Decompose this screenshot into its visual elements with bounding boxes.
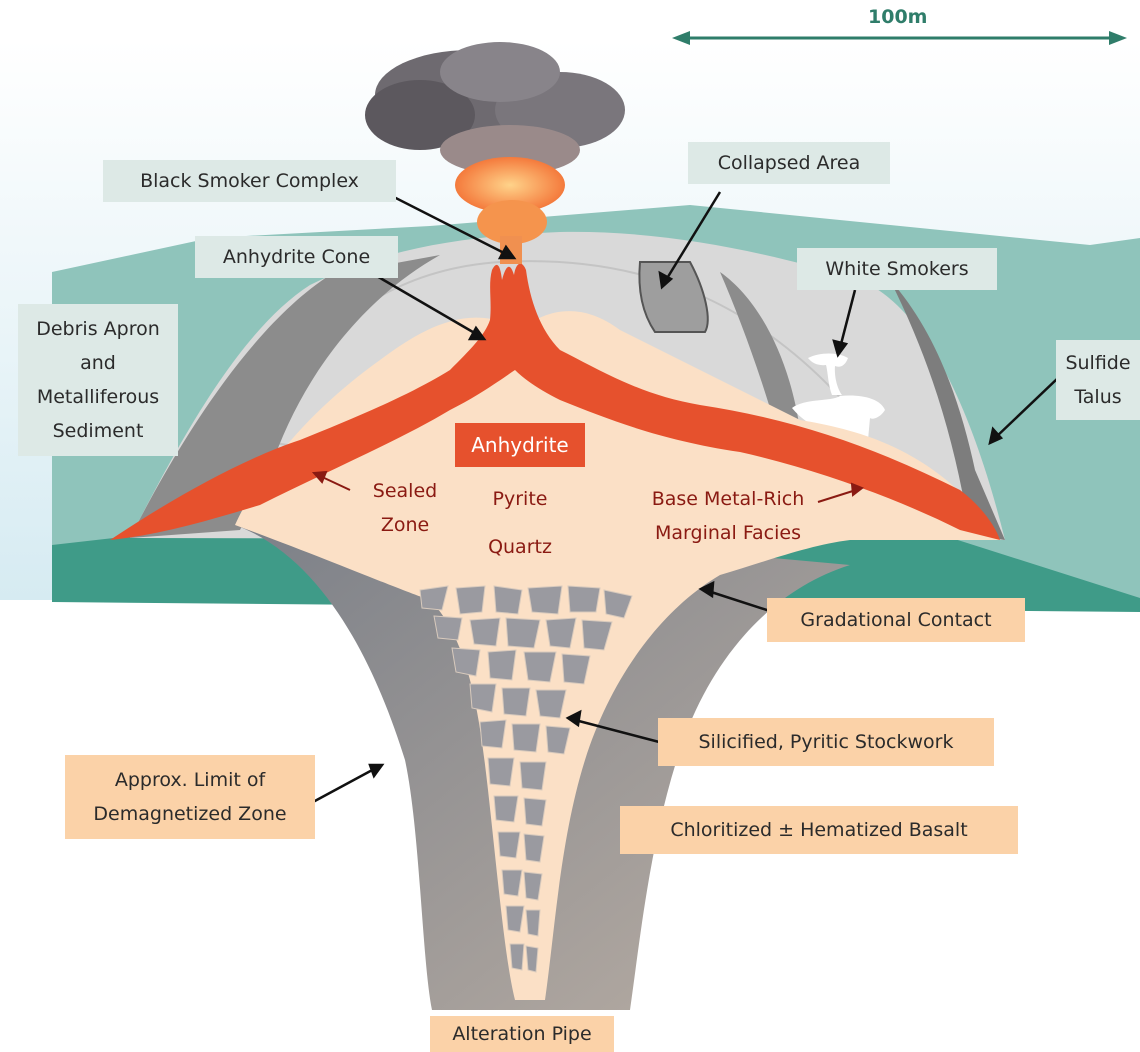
debris-apron-line-2: and	[80, 346, 116, 380]
anhydrite-label: Anhydrite	[455, 423, 585, 467]
demagnetized-zone-label: Approx. Limit of Demagnetized Zone	[65, 755, 315, 839]
base-metal-label: Base Metal-Rich Marginal Facies	[626, 482, 830, 550]
base-metal-line-2: Marginal Facies	[626, 516, 830, 550]
debris-apron-line-4: Sediment	[53, 414, 144, 448]
collapsed-area-label: Collapsed Area	[688, 142, 890, 184]
demagnetized-line-2: Demagnetized Zone	[93, 797, 286, 831]
sealed-zone-line-2: Zone	[360, 508, 450, 542]
stockwork-label: Silicified, Pyritic Stockwork	[658, 718, 994, 766]
sulfide-talus-line-2: Talus	[1074, 380, 1121, 414]
base-metal-line-1: Base Metal-Rich	[626, 482, 830, 516]
scale-label: 100m	[868, 6, 927, 28]
chloritized-basalt-label: Chloritized ± Hematized Basalt	[620, 806, 1018, 854]
debris-apron-label: Debris Apron and Metalliferous Sediment	[18, 304, 178, 456]
sealed-zone-label: Sealed Zone	[360, 474, 450, 542]
sulfide-talus-label: Sulfide Talus	[1056, 340, 1140, 420]
debris-apron-line-1: Debris Apron	[36, 312, 160, 346]
debris-apron-line-3: Metalliferous	[37, 380, 159, 414]
sulfide-talus-line-1: Sulfide	[1065, 346, 1130, 380]
sealed-zone-line-1: Sealed	[360, 474, 450, 508]
pyrite-label: Pyrite	[480, 482, 560, 516]
demagnetized-line-1: Approx. Limit of	[115, 763, 265, 797]
black-smoker-complex-label: Black Smoker Complex	[103, 160, 396, 202]
gradational-contact-label: Gradational Contact	[767, 598, 1025, 642]
anhydrite-cone-label: Anhydrite Cone	[195, 236, 398, 278]
alteration-pipe-label: Alteration Pipe	[430, 1016, 614, 1052]
white-smokers-label: White Smokers	[797, 248, 997, 290]
quartz-label: Quartz	[480, 530, 560, 564]
